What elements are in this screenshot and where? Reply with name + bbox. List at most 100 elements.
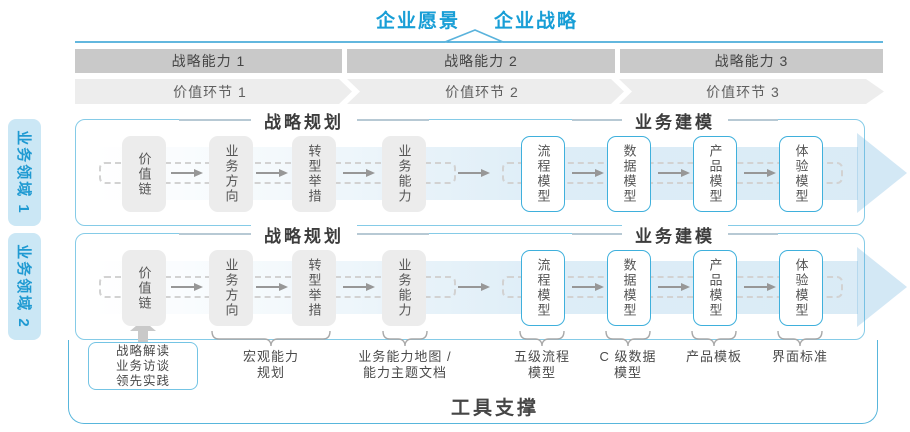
annotation-line: C 级数据 — [599, 349, 657, 364]
capability-bar-3-label: 战略能力 3 — [714, 53, 789, 69]
value-chain-box-label: 价值链 — [136, 265, 152, 311]
business-domain-row-1: 战略规划 业务建模 价值链 业务方向 转型举措 业务能力 流程模型 数据模型 产… — [75, 107, 907, 226]
header-line — [728, 233, 778, 235]
value-chain-box: 价值链 — [122, 136, 166, 212]
value-link-3: 价值环节 3 — [619, 79, 867, 104]
annotation-ui-standard: 界面标准 — [725, 349, 875, 365]
capability-bar-2-label: 战略能力 2 — [444, 53, 518, 69]
arrow-icon — [744, 168, 776, 177]
header-line — [728, 119, 778, 121]
annotation-line: 能力主题文档 — [362, 365, 447, 380]
value-chain-box: 价值链 — [122, 250, 166, 326]
annotation-macro-capability: 宏观能力 规划 — [196, 349, 346, 381]
annotation-line: 产品模板 — [685, 349, 742, 364]
title-underline-with-peak — [75, 29, 883, 43]
value-chain-box-label: 价值链 — [136, 151, 152, 197]
flow-arrow-head-icon — [857, 133, 907, 213]
header-line — [357, 119, 429, 121]
experience-model-box: 体验模型 — [779, 250, 823, 326]
capability-bar-3: 战略能力 3 — [620, 49, 883, 73]
transformation-initiative-box-label: 转型举措 — [306, 258, 322, 318]
product-model-box: 产品模型 — [693, 250, 737, 326]
business-capability-box-label: 业务能力 — [396, 144, 412, 204]
experience-model-box-label: 体验模型 — [793, 144, 809, 204]
practice-line: 业务访谈 — [115, 358, 170, 373]
page-title: 企业愿景 企业战略 — [22, 6, 910, 33]
transformation-initiative-box: 转型举措 — [292, 136, 336, 212]
process-model-box-label: 流程模型 — [535, 144, 551, 204]
header-line — [572, 119, 622, 121]
experience-model-box-label: 体验模型 — [793, 258, 809, 318]
arrow-icon — [256, 282, 288, 291]
arrow-icon — [458, 282, 490, 291]
dashed-group-modeling — [502, 276, 843, 298]
transformation-initiative-box-label: 转型举措 — [306, 144, 322, 204]
data-model-box: 数据模型 — [607, 250, 651, 326]
modeling-header-label: 业务建模 — [622, 107, 728, 133]
annotation-process-model: 五级流程 模型 — [467, 349, 617, 381]
value-link-2: 价值环节 2 — [347, 79, 617, 104]
dashed-group-modeling — [502, 162, 843, 184]
planning-header-label: 战略规划 — [251, 107, 357, 133]
vision-title: 企业愿景 — [375, 11, 460, 32]
practice-line: 战略解读 — [115, 343, 170, 358]
experience-model-box: 体验模型 — [779, 136, 823, 212]
annotation-line: 界面标准 — [771, 349, 828, 364]
arrow-icon — [458, 168, 490, 177]
capability-bar-1: 战略能力 1 — [75, 49, 342, 73]
modeling-header-label: 业务建模 — [622, 221, 728, 247]
arrow-icon — [658, 168, 690, 177]
data-model-box-label: 数据模型 — [621, 144, 637, 204]
modeling-header: 业务建模 — [572, 221, 778, 247]
domain-tab-1-label: 业务领域 1 — [15, 130, 33, 215]
modeling-header: 业务建模 — [572, 107, 778, 133]
arrow-icon — [572, 168, 604, 177]
arrow-icon — [343, 168, 375, 177]
arrow-icon — [658, 282, 690, 291]
product-model-box: 产品模型 — [693, 136, 737, 212]
header-line — [179, 119, 251, 121]
business-direction-box: 业务方向 — [209, 250, 253, 326]
business-capability-box-label: 业务能力 — [396, 258, 412, 318]
business-capability-box: 业务能力 — [382, 136, 426, 212]
annotation-line: 模型 — [613, 365, 642, 380]
business-direction-box-label: 业务方向 — [223, 258, 239, 318]
arrow-icon — [171, 168, 203, 177]
annotation-line: 规划 — [256, 365, 285, 380]
planning-header: 战略规划 — [179, 221, 429, 247]
business-direction-box: 业务方向 — [209, 136, 253, 212]
value-link-3-label: 价值环节 3 — [706, 83, 780, 100]
practice-input-box: 战略解读 业务访谈 领先实践 — [88, 342, 198, 390]
process-model-box-label: 流程模型 — [535, 258, 551, 318]
flow-arrow-head-icon — [857, 247, 907, 327]
product-model-box-label: 产品模型 — [707, 258, 723, 318]
process-model-box: 流程模型 — [521, 136, 565, 212]
header-line — [572, 233, 622, 235]
domain-tab-2-label: 业务领域 2 — [15, 244, 33, 329]
header-line — [357, 233, 429, 235]
annotation-capability-map: 业务能力地图 / 能力主题文档 — [330, 349, 480, 381]
dashed-group-planning — [99, 162, 456, 184]
transformation-initiative-box: 转型举措 — [292, 250, 336, 326]
planning-header: 战略规划 — [179, 107, 429, 133]
arrow-icon — [171, 282, 203, 291]
business-domain-row-2: 战略规划 业务建模 价值链 业务方向 转型举措 业务能力 流程模型 数据模型 产… — [75, 221, 907, 340]
data-model-box: 数据模型 — [607, 136, 651, 212]
business-capability-box: 业务能力 — [382, 250, 426, 326]
annotation-line: 业务能力地图 / — [358, 349, 452, 364]
arrow-icon — [343, 282, 375, 291]
planning-header-label: 战略规划 — [251, 221, 357, 247]
data-model-box-label: 数据模型 — [621, 258, 637, 318]
business-direction-box-label: 业务方向 — [223, 144, 239, 204]
value-link-1: 价值环节 1 — [75, 79, 345, 104]
annotation-line: 模型 — [527, 365, 556, 380]
annotation-data-model: C 级数据 模型 — [553, 349, 703, 381]
annotation-product-template: 产品模板 — [639, 349, 789, 365]
value-link-2-label: 价值环节 2 — [445, 83, 519, 100]
arrow-icon — [572, 282, 604, 291]
value-link-1-label: 价值环节 1 — [173, 83, 247, 100]
practice-line: 领先实践 — [115, 373, 170, 388]
value-chain-strip — [75, 79, 884, 104]
domain-tab-1: 业务领域 1 — [8, 119, 41, 226]
